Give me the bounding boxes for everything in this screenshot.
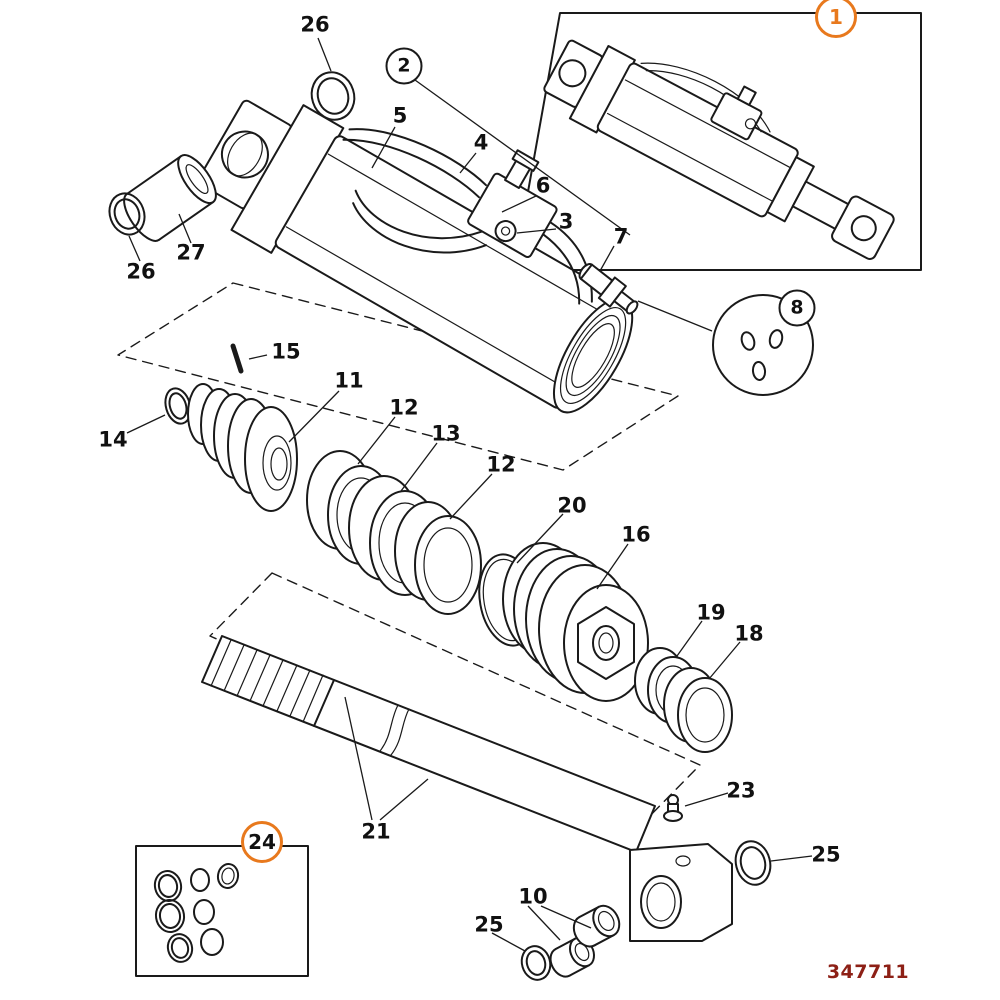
callout-23: 23 <box>726 778 756 803</box>
callout-16: 16 <box>621 522 651 547</box>
callout-27: 27 <box>176 240 206 265</box>
callout-10: 10 <box>518 884 548 909</box>
figure-number: 347711 <box>826 961 910 983</box>
callout-19: 19 <box>696 600 726 625</box>
callout-7: 7 <box>613 224 629 249</box>
callout-25-b: 25 <box>474 912 504 937</box>
callout-12-b: 12 <box>486 452 516 477</box>
gland-seal-group <box>164 343 482 615</box>
callout-5: 5 <box>392 103 408 128</box>
main-cylinder <box>197 99 639 414</box>
hose-fitting <box>578 262 639 315</box>
callout-6: 6 <box>535 173 551 198</box>
dashed-boundary-rod-group <box>209 572 701 829</box>
callout-26-b: 26 <box>126 259 156 284</box>
callout-15: 15 <box>271 339 301 364</box>
leader-lines <box>126 37 813 952</box>
callout-18: 18 <box>734 621 764 646</box>
callout-1: 1 <box>815 0 857 38</box>
callout-3: 3 <box>558 209 574 234</box>
callout-25-a: 25 <box>811 842 841 867</box>
pivot-bushes <box>549 904 621 978</box>
rod-end-group <box>520 794 772 981</box>
piston-rod <box>201 635 656 853</box>
callout-26-a: 26 <box>300 12 330 37</box>
callout-12-a: 12 <box>389 395 419 420</box>
callout-21: 21 <box>361 819 391 844</box>
callout-8: 8 <box>778 289 816 327</box>
callout-11: 11 <box>334 368 364 393</box>
pivot-bush-and-orings <box>108 71 356 242</box>
callout-24: 24 <box>241 821 283 863</box>
grease-nipple <box>663 794 683 822</box>
callout-14: 14 <box>98 427 128 452</box>
callout-13: 13 <box>431 421 461 446</box>
inset-assembly-box <box>513 12 922 271</box>
piston-group <box>478 542 733 753</box>
seal-kit-box <box>135 845 309 977</box>
assembled-cylinder <box>543 39 895 260</box>
callout-4: 4 <box>473 130 489 155</box>
callout-2: 2 <box>385 47 423 85</box>
callout-20: 20 <box>557 493 587 518</box>
